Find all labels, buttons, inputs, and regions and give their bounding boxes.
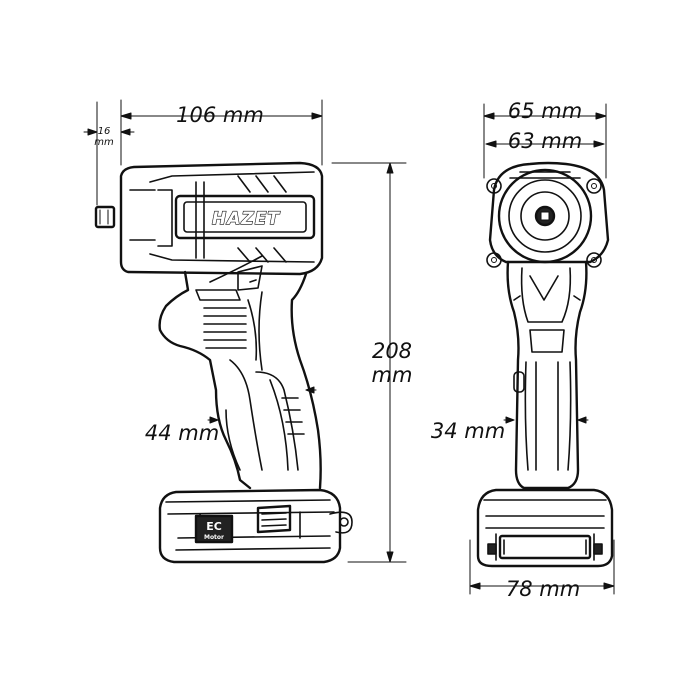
dim-height-unit: mm <box>372 363 413 387</box>
front-dimensions <box>469 103 615 595</box>
side-anvil <box>94 205 116 229</box>
side-view: HAZET <box>94 161 353 564</box>
dim-anvil-offset-unit: mm <box>94 137 114 148</box>
front-head <box>486 161 610 268</box>
front-view <box>476 161 614 568</box>
dim-front-grip-label: 34 mm <box>431 419 505 443</box>
side-handle <box>158 255 322 490</box>
brand-logo: HAZET <box>212 209 280 229</box>
dim-height-value: 208 <box>372 339 412 363</box>
front-battery <box>476 488 614 568</box>
dim-anvil-offset-value: 16 <box>98 126 111 137</box>
side-motor-housing <box>119 161 324 276</box>
dim-battery-width-label: 78 mm <box>506 577 580 601</box>
badge-line2: Motor <box>204 534 224 541</box>
dim-front-inner-label: 63 mm <box>508 129 582 153</box>
front-handle <box>506 260 588 490</box>
badge-line1: EC <box>206 520 222 533</box>
side-dimensions <box>83 99 407 563</box>
dim-length-label: 106 mm <box>176 103 264 127</box>
dim-side-grip-label: 44 mm <box>145 421 219 445</box>
ec-motor-badge: EC Motor <box>204 520 224 541</box>
side-battery <box>158 488 353 564</box>
dim-front-outer-label: 65 mm <box>508 99 582 123</box>
